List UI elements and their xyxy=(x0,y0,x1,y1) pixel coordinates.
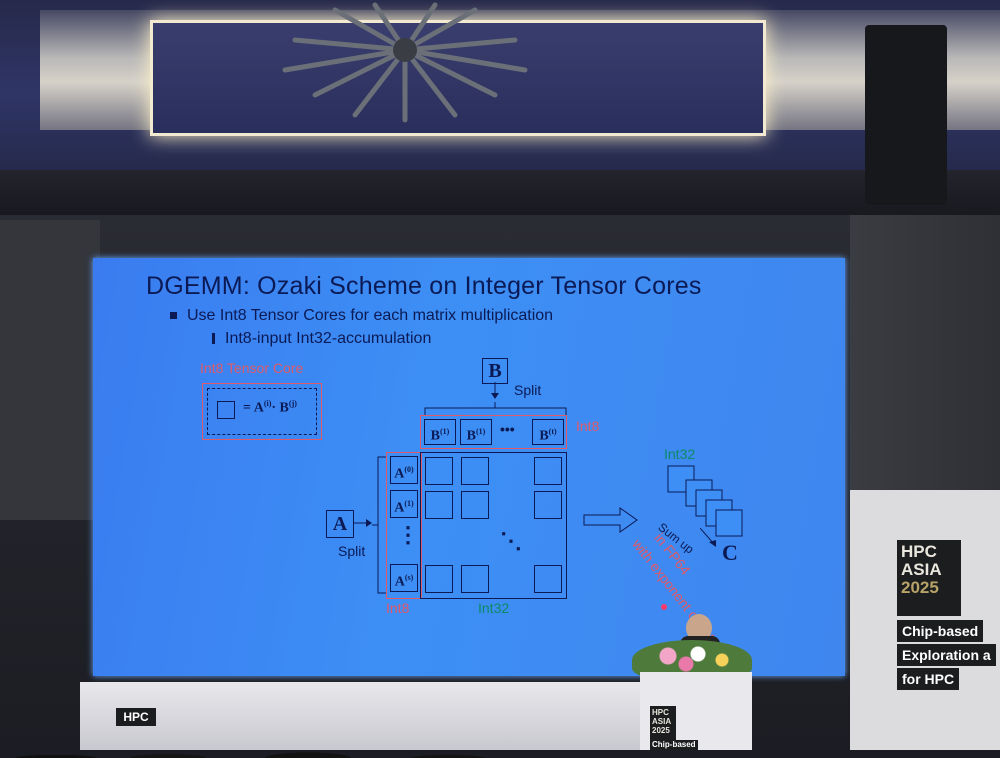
grid-cell xyxy=(425,491,453,519)
b-block-t: B(t) xyxy=(532,419,564,445)
matrix-b: B xyxy=(482,358,508,384)
bullet-1-text: Use Int8 Tensor Cores for each matrix mu… xyxy=(187,307,554,324)
b-ellipsis: ••• xyxy=(500,421,515,437)
matrix-c: C xyxy=(722,540,738,565)
arrow-down-icon xyxy=(491,382,499,399)
bullet-2-text: Int8-input Int32-accumulation xyxy=(225,330,432,347)
grid-cell xyxy=(534,491,562,519)
b-block-1: B(1) xyxy=(460,419,492,445)
laser-pointer-dot xyxy=(661,604,667,610)
b-blocks-row xyxy=(420,415,567,449)
grid-cell xyxy=(425,565,453,593)
int32-grid xyxy=(420,452,567,599)
projection-screen xyxy=(93,258,845,676)
slide-title: DGEMM: Ozaki Scheme on Integer Tensor Co… xyxy=(146,272,702,300)
a-block-1: A(1) xyxy=(390,490,418,518)
bullet-2: Int8-input Int32-accumulation xyxy=(212,330,431,348)
brace-left xyxy=(372,456,386,594)
matrix-a: A xyxy=(326,510,354,538)
brace-top xyxy=(424,402,567,416)
tensor-core-formula: = A(i)· B(j) xyxy=(243,399,297,416)
int32-bottom-label: Int32 xyxy=(478,600,510,616)
grid-cell xyxy=(534,457,562,485)
int8-bottom-label: Int8 xyxy=(386,600,410,616)
a-block-0: A(0) xyxy=(390,456,418,484)
tensor-core-inner xyxy=(207,388,317,435)
podium-tag: Chip-based xyxy=(650,740,698,750)
int32-right-label: Int32 xyxy=(664,446,696,462)
tensor-core-box xyxy=(202,383,322,440)
right-wall-panel xyxy=(850,215,1000,495)
result-tile-icon xyxy=(217,401,235,419)
bullet-1: Use Int8 Tensor Cores for each matrix mu… xyxy=(170,307,553,325)
arrow-diagonal-icon xyxy=(700,528,716,547)
a-vdots: ⋮ xyxy=(397,522,419,547)
grid-cell xyxy=(534,565,562,593)
a-blocks-column xyxy=(386,452,422,599)
a-block-s: A(s) xyxy=(390,564,418,592)
tensor-core-label: Int8 Tensor Core xyxy=(200,360,304,376)
poster-tag-3: for HPC xyxy=(897,668,960,690)
poster-tag-2: Exploration a xyxy=(897,644,996,666)
grid-cell xyxy=(461,491,489,519)
bullet-square-icon xyxy=(170,312,177,320)
speaker xyxy=(865,25,947,205)
int8-right-label: Int8 xyxy=(576,418,600,434)
stacked-tiles xyxy=(667,465,743,537)
chandelier xyxy=(282,2,528,123)
arrow-right-icon xyxy=(354,519,372,527)
grid-cell xyxy=(425,457,453,485)
big-arrow-icon xyxy=(583,507,638,533)
bullet-bar-icon xyxy=(212,333,215,345)
audience-heads xyxy=(0,718,560,758)
grid-cell xyxy=(461,565,489,593)
grid-cell xyxy=(461,457,489,485)
left-wall-panel xyxy=(0,220,100,520)
grid-ddots: ⋱ xyxy=(500,528,522,553)
split-top-label: Split xyxy=(514,382,542,398)
b-block-0: B(1) xyxy=(424,419,456,445)
split-left-label: Split xyxy=(338,543,366,559)
poster-tag-1: Chip-based xyxy=(897,620,984,642)
ceiling-recess xyxy=(150,20,766,136)
